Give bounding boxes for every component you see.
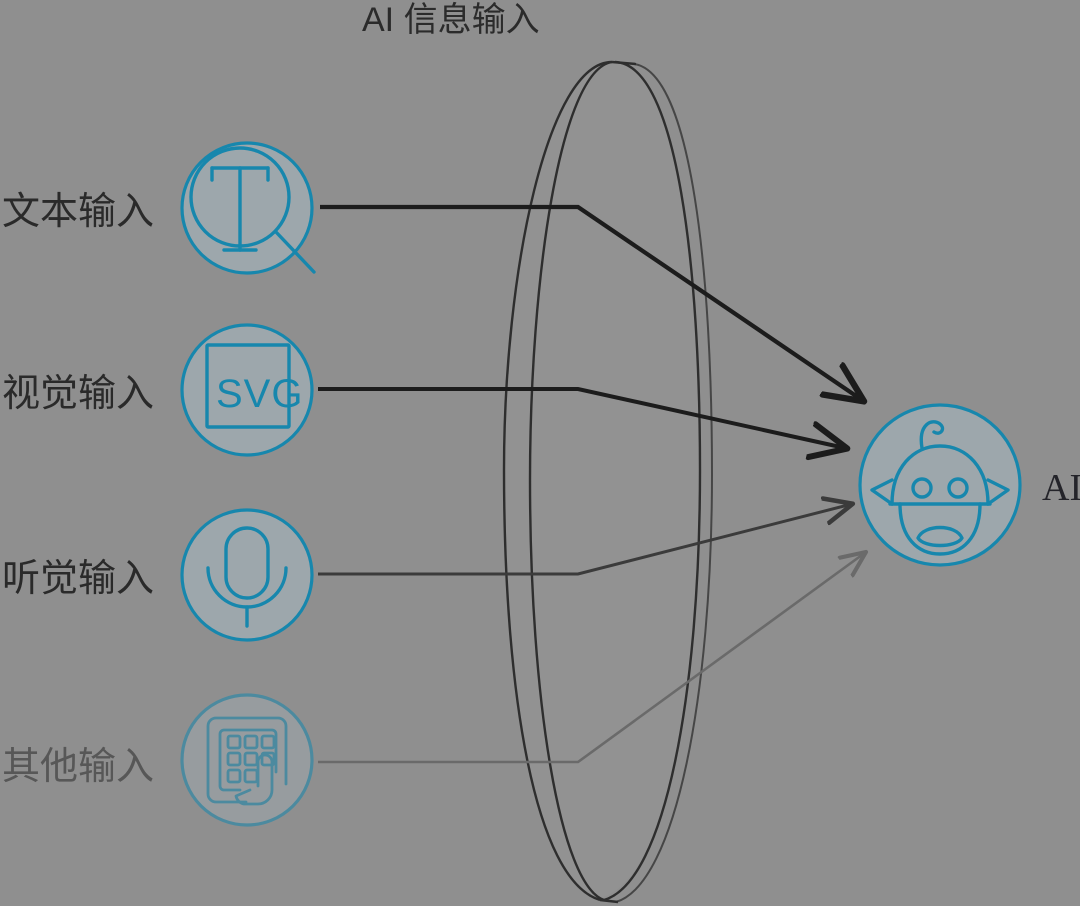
flow-line-visual-input xyxy=(318,387,845,448)
input-node-auditory[interactable]: 听觉输入 xyxy=(2,508,314,642)
flow-line-other-input xyxy=(318,552,866,764)
svg-letters-label: SVG xyxy=(216,372,303,416)
input-node-other[interactable]: 其他输入 xyxy=(2,693,314,827)
keypad-touch-icon[interactable] xyxy=(180,693,314,827)
input-label-text: 文本输入 xyxy=(2,191,154,233)
input-label-auditory: 听觉输入 xyxy=(2,558,154,600)
robot-face-icon[interactable] xyxy=(870,420,1010,556)
svg-image-icon[interactable]: SVG xyxy=(180,323,314,457)
output-label-ai: AI xyxy=(1042,467,1080,509)
text-search-icon[interactable] xyxy=(180,141,316,275)
input-label-other: 其他输入 xyxy=(2,746,154,788)
input-node-text[interactable]: 文本输入 xyxy=(2,141,316,275)
flow-line-auditory-input xyxy=(318,504,852,576)
robot-circle-fill xyxy=(860,405,1020,565)
page-title: AI 信息输入 xyxy=(362,1,540,39)
robot-circle-stroke xyxy=(858,403,1022,567)
flow-line-text-input xyxy=(320,204,862,400)
output-node-ai[interactable]: AI xyxy=(858,403,1080,567)
input-label-visual: 视觉输入 xyxy=(2,373,154,415)
microphone-icon[interactable] xyxy=(180,508,314,642)
transparent-lens-disc xyxy=(502,60,714,904)
input-node-visual[interactable]: 视觉输入 SVG xyxy=(2,323,314,457)
